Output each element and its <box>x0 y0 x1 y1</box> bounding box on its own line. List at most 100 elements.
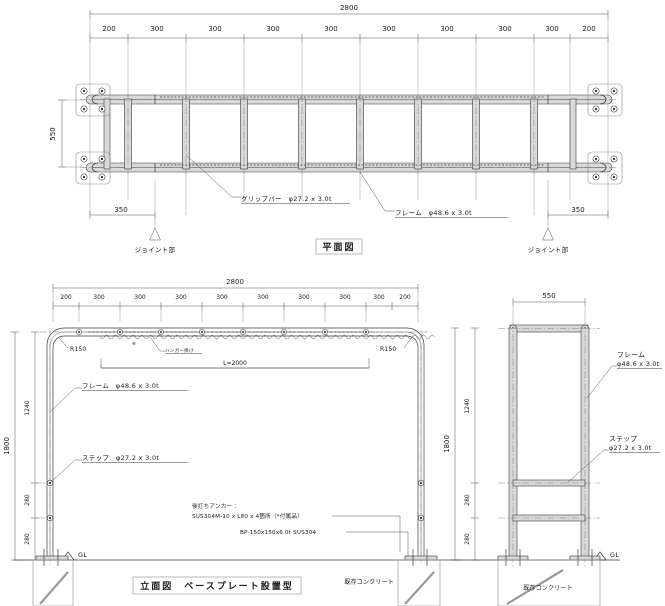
plan-dim-2: 300 <box>150 25 163 33</box>
plan-grip-bar <box>240 95 248 174</box>
elevation-overall-dimension: 2800 <box>52 278 419 292</box>
plan-dim-3: 300 <box>208 25 221 33</box>
elevation-step-label: ステップ φ27.2 x 3.0t <box>82 454 159 462</box>
elevation-radius-left: R150 <box>57 336 86 353</box>
elev-vdim-2: 280 <box>24 494 31 506</box>
elevation-overall-length: 2800 <box>226 278 244 286</box>
plan-joint-label-left: ジョイント部 <box>135 246 176 254</box>
elevation-gl-label: GL <box>78 551 87 559</box>
elevation-concrete-right: 既存コンクリート <box>344 559 441 606</box>
hanger-note-label: ハンガー掛け <box>165 347 194 354</box>
plan-grip-bar-end-right <box>569 98 577 170</box>
elev-dim-4: 300 <box>175 294 187 301</box>
elev-vdim-3: 280 <box>24 533 31 545</box>
elevation-grip-bar-fixings <box>76 329 369 335</box>
elevation-hanger-note: ※ ハンガー掛け <box>132 336 202 354</box>
plan-overall-width: 550 <box>49 127 57 140</box>
side-posts <box>508 322 590 566</box>
elev-dim-8: 300 <box>339 294 351 301</box>
plan-base-plate-tl <box>75 83 111 117</box>
elevation-label-step: ステップ φ27.2 x 3.0t <box>49 454 188 484</box>
elev-dim-5: 300 <box>216 294 228 301</box>
side-step-label-line1: ステップ <box>609 435 637 443</box>
elevation-radius-right: R150 <box>380 336 413 353</box>
plan-label-grip-bar: グリップバー φ27.2 x 3.0t <box>185 154 350 204</box>
side-frame-label-line2: φ48.6 x 3.0t <box>617 360 660 368</box>
elevation-vertical-dimensions: 1800 1240 280 280 <box>3 331 52 561</box>
elevation-anchor-notes: 後打ちアンカー： SUS304M-10 x L80 x 4箇所（*付属品） BP… <box>192 502 409 556</box>
side-view: 550 <box>443 292 662 606</box>
plan-dim-8: 300 <box>498 25 511 33</box>
elevation-radius-left-label: R150 <box>70 346 86 353</box>
side-overall-width: 550 <box>542 292 555 300</box>
side-step-lower <box>498 514 600 522</box>
plan-title: 平面図 <box>322 242 355 253</box>
plan-label-frame: フレーム φ48.6 x 3.0t <box>359 171 508 218</box>
plan-tube-ends <box>91 94 607 173</box>
plan-joint-offset-right: 350 <box>571 206 584 214</box>
plan-overall-length: 2800 <box>340 4 358 12</box>
side-vdim-1: 1240 <box>464 398 471 413</box>
elev-dim-2: 300 <box>93 294 105 301</box>
elevation-hanger-zone <box>88 331 435 340</box>
elevation-chain-dimension: 200 300 300 300 300 300 300 300 300 200 <box>52 294 419 310</box>
plan-dim-5: 300 <box>324 25 337 33</box>
plan-grip-bar <box>356 95 364 174</box>
plan-grip-bars <box>103 95 577 174</box>
side-width-dimension: 550 <box>512 292 586 322</box>
anchor-note-2: SUS304M-10 x L80 x 4箇所（*付属品） <box>192 512 303 520</box>
elev-dim-10: 200 <box>399 294 411 301</box>
elev-dim-1: 200 <box>60 294 72 301</box>
elevation-overall-height: 1800 <box>3 437 11 455</box>
plan-dim-9: 300 <box>545 25 558 33</box>
side-concrete-label: 既存コンクリート <box>523 584 573 592</box>
elev-dim-9: 300 <box>373 294 385 301</box>
elevation-view: 2800 200 300 300 300 300 300 300 300 300 <box>3 278 460 606</box>
elevation-base-plate-left <box>35 549 69 566</box>
plan-joint-label-right: ジョイント部 <box>528 246 569 254</box>
elevation-label-frame: フレーム φ48.6 x 3.0t <box>49 382 188 413</box>
plan-width-dimension: 550 <box>49 99 84 168</box>
elev-dim-7: 300 <box>298 294 310 301</box>
elevation-concrete-left <box>32 559 74 606</box>
elevation-title: 立面図 ベースプレート設置型 <box>140 580 294 592</box>
plan-dim-7: 300 <box>440 25 453 33</box>
plan-dim-10: 200 <box>582 25 595 33</box>
elevation-ground-line: GL <box>14 551 460 561</box>
elevation-extension-ticks <box>52 292 419 322</box>
plan-grip-bar <box>472 95 480 174</box>
plan-view: 2800 200 300 300 300 300 300 300 300 300 <box>49 4 623 255</box>
plan-chain-dimension: 200 300 300 300 300 300 300 300 300 200 <box>89 25 609 42</box>
plan-dim-1: 200 <box>102 25 115 33</box>
plan-grip-bar-end-left <box>103 98 111 170</box>
side-frame-label-line1: フレーム <box>617 351 645 359</box>
plan-grip-bar <box>124 95 132 174</box>
plan-title-block: 平面図 <box>315 238 363 255</box>
plan-grip-bar-label: グリップバー φ27.2 x 3.0t <box>241 194 332 203</box>
plan-base-plate-br <box>587 151 623 185</box>
plan-joint-marks <box>154 95 549 172</box>
side-vdim-2: 280 <box>464 494 471 506</box>
side-overall-height: 1800 <box>443 435 451 453</box>
side-vertical-dimensions: 1800 1240 280 280 <box>443 327 479 561</box>
side-label-step: ステップ φ27.2 x 3.0t <box>566 435 660 484</box>
side-vdim-3: 280 <box>464 533 471 545</box>
elev-dim-3: 300 <box>134 294 146 301</box>
plan-dim-6: 300 <box>382 25 395 33</box>
elevation-hanger-length-dim: L=2000 <box>100 358 370 369</box>
side-gl-label: GL <box>610 551 619 559</box>
plan-grip-bar <box>530 95 538 174</box>
plan-joint-right: 350 ジョイント部 <box>528 180 609 254</box>
plan-grip-bar <box>298 95 306 174</box>
elev-dim-6: 300 <box>257 294 269 301</box>
plan-overall-dimension: 2800 <box>89 4 609 18</box>
plan-joint-offset-left: 350 <box>114 206 127 214</box>
elevation-title-block: 立面図 ベースプレート設置型 <box>132 576 302 595</box>
side-step-upper <box>498 479 600 487</box>
anchor-note-3: BP-150x150x6.0t SUS304 <box>240 530 316 536</box>
side-label-frame: フレーム φ48.6 x 3.0t <box>586 351 662 399</box>
elev-vdim-1: 1240 <box>24 400 31 415</box>
side-step-label-line2: φ27.2 x 3.0t <box>609 444 652 452</box>
hanger-mark: ※ <box>132 341 136 347</box>
